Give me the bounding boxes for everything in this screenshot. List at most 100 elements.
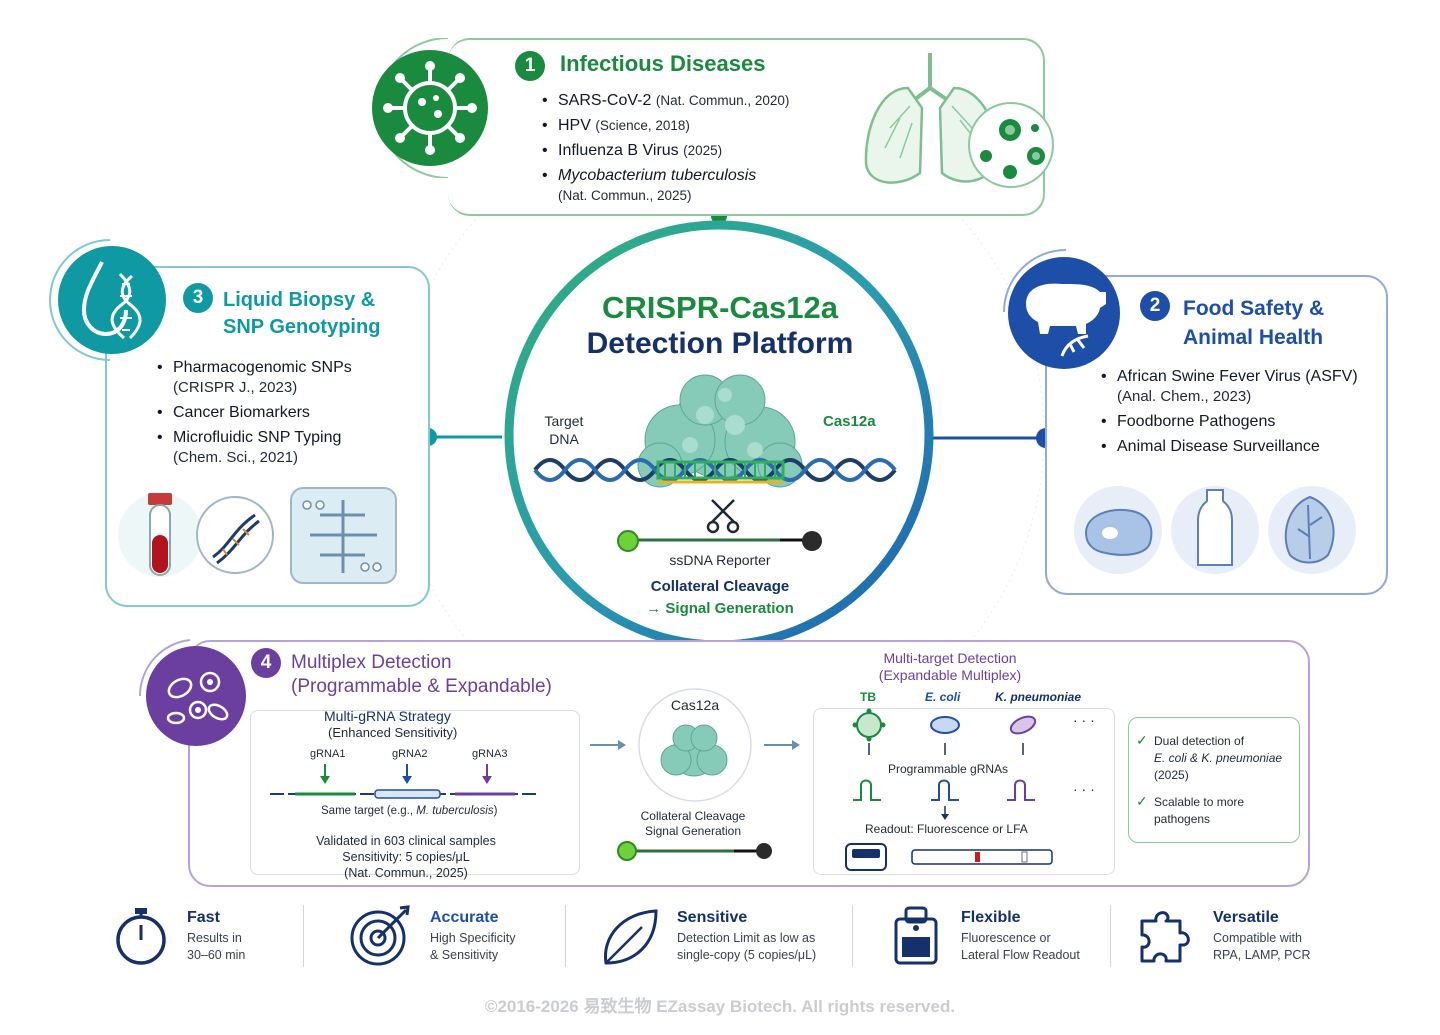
feature-versatile-title: Versatile bbox=[1213, 909, 1279, 926]
same-target-text: Same target (e.g., M. tuberculosis) bbox=[321, 805, 498, 817]
check-icon: ✓ bbox=[1136, 793, 1148, 809]
center-subtitle: Detection Platform bbox=[586, 327, 854, 360]
multi-target-icons bbox=[852, 708, 1037, 801]
notes-panel bbox=[1128, 717, 1300, 843]
grna-target-diagram bbox=[270, 764, 540, 799]
kpneumoniae-icon bbox=[1009, 715, 1037, 735]
cartridge-icon bbox=[894, 906, 938, 965]
meat-icon bbox=[1084, 509, 1153, 556]
food-title: Food Safety &Animal Health bbox=[1183, 297, 1325, 349]
reporter-label: ssDNA Reporter bbox=[669, 552, 771, 568]
food-illustrations bbox=[1074, 486, 1356, 574]
milk-bottle-icon bbox=[1197, 489, 1233, 566]
grnas-ellipsis: · · · bbox=[1073, 781, 1095, 797]
divider bbox=[852, 905, 853, 967]
quencher-icon bbox=[802, 531, 822, 551]
cas12a-label: Cas12a bbox=[823, 413, 876, 430]
pathogens-icon bbox=[138, 639, 246, 746]
puzzle-icon bbox=[1140, 911, 1190, 963]
stopwatch-icon bbox=[116, 908, 166, 965]
target-ecoli-label: E. coli bbox=[925, 690, 961, 704]
multiplex-title: Multiplex Detection(Programmable & Expan… bbox=[291, 652, 552, 697]
list-item: HPV (Science, 2018) bbox=[540, 116, 789, 136]
target-tb-label: TB bbox=[860, 690, 876, 704]
down-arrow-icon bbox=[941, 806, 949, 820]
list-item: SARS-CoV-2 (Nat. Commun., 2020) bbox=[540, 91, 789, 111]
list-item: Microfluidic SNP Typing(Chem. Sci., 2021… bbox=[155, 428, 352, 468]
cleavage-label: Collateral Cleavage bbox=[650, 578, 790, 595]
center-title: CRISPR-Cas12a bbox=[601, 290, 839, 325]
check-icon: ✓ bbox=[1136, 732, 1148, 748]
leaf-icon bbox=[604, 909, 658, 965]
list-item: Pharmacogenomic SNPs(CRISPR J., 2023) bbox=[155, 358, 352, 398]
grna2-label: gRNA2 bbox=[392, 748, 428, 760]
signal-label: → Signal Generation bbox=[646, 600, 794, 617]
food-number: 2 bbox=[1140, 291, 1170, 321]
biopsy-list: Pharmacogenomic SNPs(CRISPR J., 2023) Ca… bbox=[155, 358, 352, 473]
reporter-probe bbox=[617, 530, 822, 552]
feature-accurate-desc: High Specificity& Sensitivity bbox=[430, 931, 516, 962]
copyright-footer: ©2016-2026 易致生物 EZassay Biotech. All rig… bbox=[484, 997, 956, 1016]
divider bbox=[303, 905, 304, 967]
strategy-subtitle: (Enhanced Sensitivity) bbox=[328, 725, 458, 740]
divider bbox=[565, 905, 566, 967]
feature-flexible-title: Flexible bbox=[961, 909, 1021, 926]
dna-drop-icon bbox=[48, 239, 166, 361]
divider bbox=[1110, 905, 1111, 967]
center-title-block: CRISPR-Cas12a Detection Platform bbox=[520, 290, 920, 362]
grna3-label: gRNA3 bbox=[472, 748, 508, 760]
readout-label: Readout: Fluorescence or LFA bbox=[865, 822, 1028, 836]
feature-sensitive-title: Sensitive bbox=[677, 909, 748, 926]
pathogen-badge bbox=[136, 636, 256, 756]
feature-fast-title: Fast bbox=[187, 909, 220, 926]
pig-icon bbox=[1003, 249, 1120, 369]
strategy-title: Multi-gRNA Strategy bbox=[324, 708, 451, 724]
infectious-title: Infectious Diseases bbox=[560, 51, 766, 76]
scissors-icon bbox=[706, 499, 740, 534]
list-item: African Swine Fever Virus (ASFV)(Anal. C… bbox=[1099, 367, 1358, 407]
multi-target-title: Multi-target Detection(Expandable Multip… bbox=[878, 650, 1022, 683]
cas12a-small-label: Cas12a bbox=[670, 697, 720, 713]
list-item: Cancer Biomarkers bbox=[155, 403, 352, 423]
validation-text: Validated in 603 clinical samples Sensit… bbox=[316, 834, 496, 880]
flow-arrows bbox=[590, 740, 800, 750]
grna1-label: gRNA1 bbox=[310, 748, 346, 760]
list-item: Influenza B Virus (2025) bbox=[540, 141, 789, 161]
biopsy-number: 3 bbox=[183, 283, 213, 313]
cas12a-complex-illustration bbox=[533, 374, 897, 542]
infectious-number: 1 bbox=[515, 51, 545, 81]
readout-devices bbox=[845, 843, 1053, 871]
pig-badge bbox=[1000, 248, 1130, 378]
tb-icon bbox=[852, 708, 886, 742]
list-item: Mycobacterium tuberculosis(Nat. Commun.,… bbox=[540, 166, 789, 206]
list-item: Foodborne Pathogens bbox=[1099, 412, 1358, 432]
cas12a-small-illustration bbox=[638, 688, 752, 802]
multiplex-card bbox=[188, 640, 1310, 887]
infectious-list: SARS-CoV-2 (Nat. Commun., 2020) HPV (Sci… bbox=[540, 91, 789, 206]
virus-icon-badge bbox=[360, 37, 498, 179]
list-item: Animal Disease Surveillance bbox=[1099, 437, 1358, 457]
multiplex-number: 4 bbox=[251, 648, 281, 678]
small-reporter-probe bbox=[617, 841, 772, 861]
food-list: African Swine Fever Virus (ASFV)(Anal. C… bbox=[1099, 367, 1358, 462]
biopsy-illustrations bbox=[118, 487, 397, 584]
targets-ellipsis: · · · bbox=[1073, 712, 1095, 728]
blood-tube-icon bbox=[148, 493, 172, 505]
multi-target-panel bbox=[813, 708, 1115, 875]
target-kpneumoniae-label: K. pneumoniae bbox=[995, 690, 1082, 704]
dna-drop-badge bbox=[48, 238, 172, 364]
target-icon bbox=[350, 905, 410, 966]
feature-accurate-title: Accurate bbox=[430, 909, 499, 926]
ecoli-icon bbox=[930, 716, 960, 734]
programmable-grnas-label: Programmable gRNAs bbox=[888, 762, 1009, 776]
lateral-flow-strip-icon bbox=[911, 849, 1053, 865]
virus-icon bbox=[372, 37, 488, 179]
